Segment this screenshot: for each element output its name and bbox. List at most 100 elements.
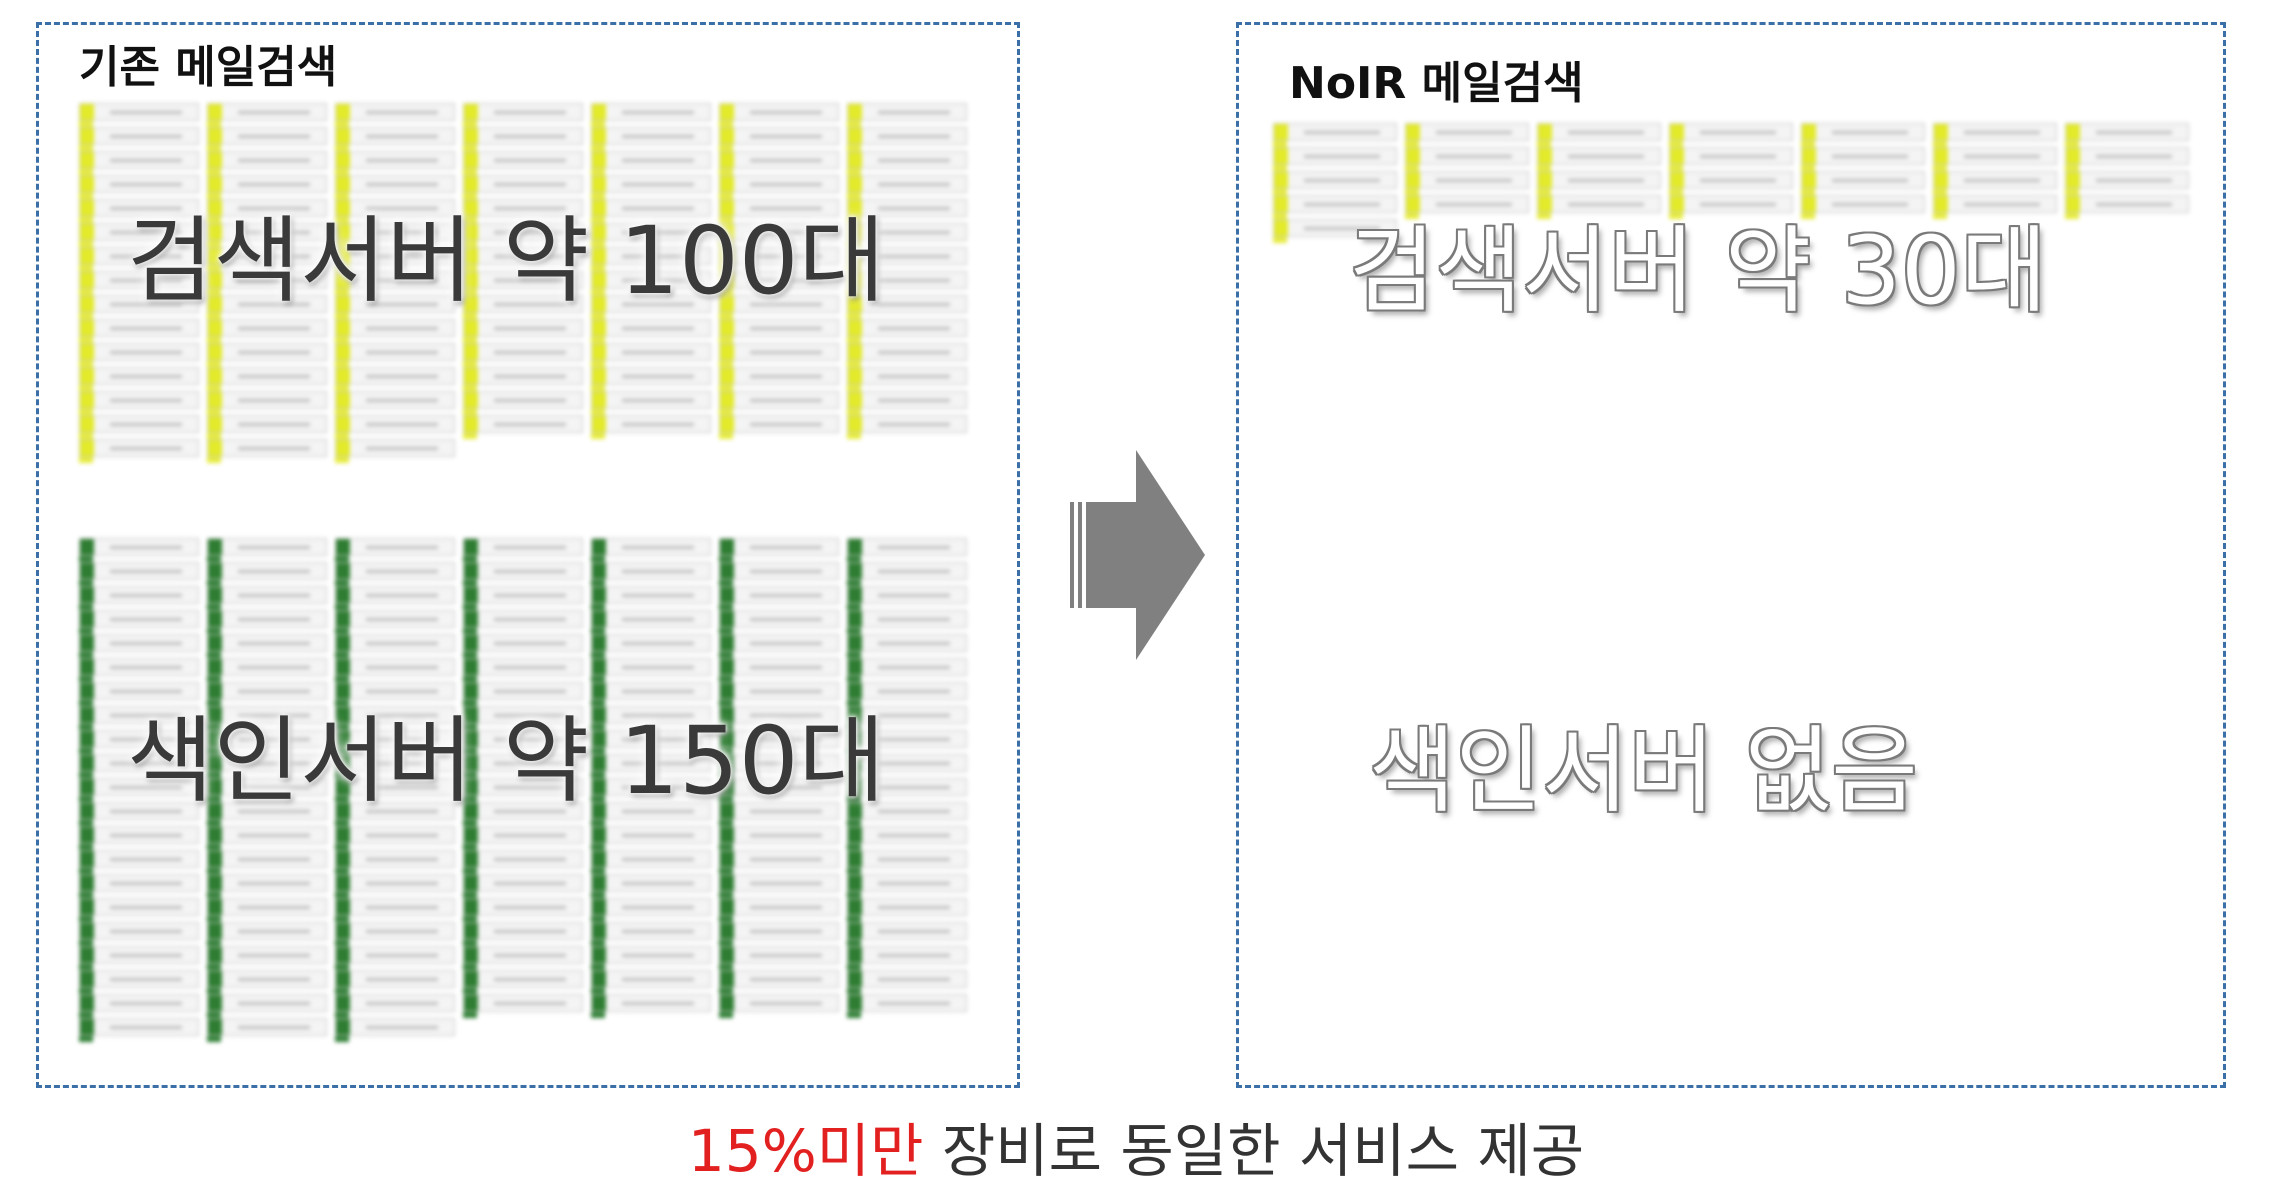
existing-mail-search-title: 기존 메일검색 bbox=[79, 42, 338, 93]
server-unit bbox=[719, 199, 839, 217]
server-unit bbox=[207, 1018, 327, 1036]
server-unit bbox=[719, 586, 839, 604]
arrow-right-icon bbox=[1070, 450, 1205, 660]
server-unit bbox=[335, 634, 455, 652]
server-unit bbox=[591, 391, 711, 409]
server-unit bbox=[463, 658, 583, 676]
noir-mail-search-title: NoIR 메일검색 bbox=[1289, 58, 1584, 109]
server-unit bbox=[463, 754, 583, 772]
server-unit bbox=[79, 391, 199, 409]
server-unit bbox=[1801, 147, 1925, 165]
server-unit bbox=[463, 175, 583, 193]
server-unit bbox=[79, 730, 199, 748]
server-unit bbox=[79, 247, 199, 265]
search-server-count-label: 검색서버 약 30대 bbox=[1349, 217, 2048, 326]
server-unit bbox=[79, 778, 199, 796]
server-unit bbox=[847, 682, 967, 700]
server-unit bbox=[335, 319, 455, 337]
server-unit bbox=[79, 586, 199, 604]
server-unit bbox=[591, 850, 711, 868]
server-unit bbox=[79, 151, 199, 169]
server-unit bbox=[335, 658, 455, 676]
server-unit bbox=[207, 802, 327, 820]
server-unit bbox=[79, 682, 199, 700]
server-unit bbox=[79, 439, 199, 457]
server-unit bbox=[719, 175, 839, 193]
server-unit bbox=[335, 391, 455, 409]
footer-highlight: 15%미만 bbox=[687, 1117, 924, 1185]
server-unit bbox=[463, 850, 583, 868]
server-unit bbox=[463, 343, 583, 361]
server-unit bbox=[463, 391, 583, 409]
server-unit bbox=[207, 730, 327, 748]
server-unit bbox=[1537, 147, 1661, 165]
server-unit bbox=[1933, 147, 2057, 165]
server-unit bbox=[1273, 219, 1397, 237]
server-unit bbox=[847, 778, 967, 796]
server-unit bbox=[463, 826, 583, 844]
server-unit bbox=[207, 874, 327, 892]
server-unit bbox=[591, 634, 711, 652]
footer-text: 장비로 동일한 서비스 제공 bbox=[923, 1117, 1585, 1185]
server-unit bbox=[591, 658, 711, 676]
server-unit bbox=[719, 127, 839, 145]
server-unit bbox=[1801, 195, 1925, 213]
server-unit bbox=[79, 103, 199, 121]
server-unit bbox=[591, 826, 711, 844]
server-unit bbox=[591, 706, 711, 724]
server-unit bbox=[335, 127, 455, 145]
server-unit bbox=[719, 802, 839, 820]
server-unit bbox=[719, 946, 839, 964]
server-unit bbox=[335, 271, 455, 289]
server-unit bbox=[719, 295, 839, 313]
search-server-rack bbox=[79, 103, 979, 483]
server-unit bbox=[591, 127, 711, 145]
server-unit bbox=[335, 103, 455, 121]
server-unit bbox=[719, 103, 839, 121]
server-unit bbox=[335, 994, 455, 1012]
server-unit bbox=[591, 970, 711, 988]
server-unit bbox=[207, 706, 327, 724]
server-unit bbox=[463, 946, 583, 964]
server-unit bbox=[1669, 195, 1793, 213]
server-unit bbox=[847, 802, 967, 820]
server-unit bbox=[591, 946, 711, 964]
server-unit bbox=[719, 754, 839, 772]
server-unit bbox=[207, 898, 327, 916]
server-unit bbox=[591, 367, 711, 385]
server-unit bbox=[463, 586, 583, 604]
server-unit bbox=[207, 367, 327, 385]
server-unit bbox=[719, 706, 839, 724]
server-unit bbox=[335, 1018, 455, 1036]
server-unit bbox=[719, 151, 839, 169]
server-unit bbox=[79, 562, 199, 580]
server-unit bbox=[79, 175, 199, 193]
server-unit bbox=[79, 754, 199, 772]
server-unit bbox=[79, 199, 199, 217]
server-unit bbox=[335, 295, 455, 313]
server-unit bbox=[207, 754, 327, 772]
server-unit bbox=[79, 850, 199, 868]
server-unit bbox=[207, 247, 327, 265]
server-unit bbox=[463, 706, 583, 724]
server-unit bbox=[207, 562, 327, 580]
server-unit bbox=[207, 343, 327, 361]
server-unit bbox=[463, 103, 583, 121]
server-unit bbox=[335, 175, 455, 193]
server-unit bbox=[591, 730, 711, 748]
server-unit bbox=[719, 247, 839, 265]
server-unit bbox=[463, 634, 583, 652]
server-unit bbox=[847, 127, 967, 145]
server-unit bbox=[719, 319, 839, 337]
server-unit bbox=[463, 610, 583, 628]
server-unit bbox=[207, 151, 327, 169]
server-unit bbox=[1273, 147, 1397, 165]
server-unit bbox=[79, 970, 199, 988]
server-unit bbox=[1933, 195, 2057, 213]
server-unit bbox=[847, 247, 967, 265]
server-unit bbox=[207, 415, 327, 433]
server-unit bbox=[847, 898, 967, 916]
server-unit bbox=[591, 151, 711, 169]
server-unit bbox=[335, 850, 455, 868]
server-unit bbox=[207, 682, 327, 700]
